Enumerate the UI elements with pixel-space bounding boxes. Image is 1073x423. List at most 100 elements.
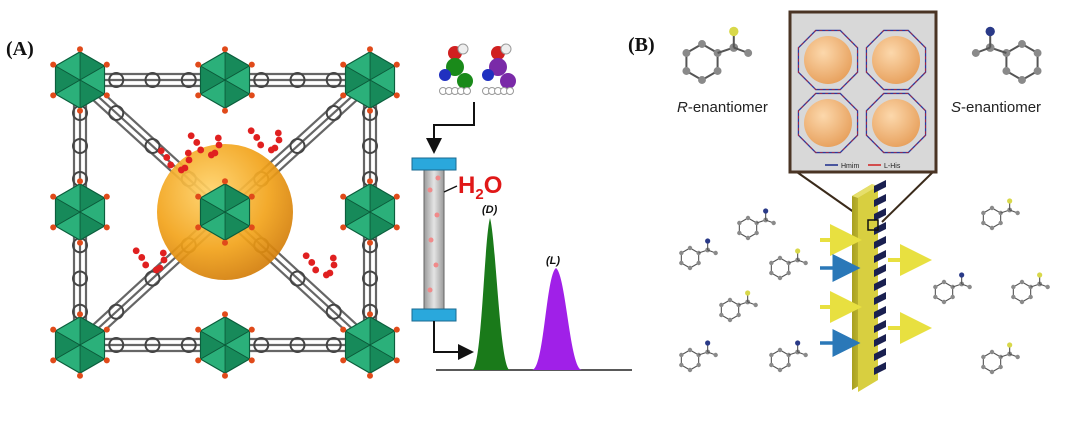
carbon-atom [777, 255, 783, 261]
oxygen-atom [222, 178, 228, 185]
cluster-face [344, 316, 371, 346]
carbon-atom [713, 352, 718, 358]
amino-acid-pair [439, 43, 516, 95]
oxygen-atom [195, 92, 202, 99]
oxygen-atom [393, 357, 400, 364]
carbon-atom [713, 67, 722, 75]
guest-atom [215, 141, 223, 149]
panel-a-label: (A) [6, 38, 34, 60]
oxygen-atom [248, 92, 255, 99]
carbon-atom [698, 40, 706, 48]
stripe [874, 362, 886, 375]
metal-cluster [50, 311, 110, 379]
cluster-face [344, 183, 371, 213]
d-amino-acid-molecule [439, 43, 473, 95]
carbon-atom [989, 225, 995, 231]
linker-ring [325, 337, 342, 353]
oxygen-atom [195, 326, 202, 333]
chromatography-column [411, 157, 457, 322]
oxygen-atom [367, 311, 373, 318]
oxygen-atom [393, 224, 400, 231]
peak-l-label: (L) [546, 255, 560, 267]
cluster-face [199, 316, 226, 346]
linker-ring [289, 72, 306, 88]
stripe [874, 180, 886, 193]
guest-atom [274, 129, 282, 137]
guest-atom [181, 164, 189, 172]
phenyl-molecule [933, 272, 972, 305]
phenyl-molecule [679, 238, 718, 271]
linker-ring [144, 270, 161, 287]
small-molecules [679, 198, 1050, 375]
stripe [874, 236, 886, 249]
carbon-atom [769, 270, 774, 276]
oxygen-atom [195, 193, 202, 200]
phenyl-molecule [719, 290, 758, 323]
guest-atom [197, 146, 205, 154]
carbon-atom [777, 367, 783, 373]
atom [482, 69, 494, 81]
oxygen-atom [340, 92, 347, 99]
atom [500, 73, 516, 89]
mof-framework [50, 46, 400, 379]
phenyl-molecule [679, 340, 718, 373]
metal-cluster [195, 46, 255, 114]
oxygen-atom [50, 61, 57, 68]
l-amino-acid-molecule [482, 43, 516, 95]
oxygen-atom [367, 46, 373, 53]
membrane [852, 180, 886, 392]
carbon-atom [941, 279, 947, 285]
oxygen-atom [77, 239, 83, 246]
particle [433, 262, 439, 268]
carbon-atom [682, 49, 691, 57]
s-enantiomer-molecule [971, 26, 1042, 84]
cluster-face [54, 51, 81, 81]
cage-frame-his [798, 30, 858, 90]
cage-frame-his [866, 93, 926, 153]
oxygen-atom [393, 61, 400, 68]
carbon-atom [777, 275, 783, 281]
metal-cluster [50, 178, 110, 246]
metal-clusters [50, 46, 400, 379]
cage-inset: Hmim L-His [788, 10, 938, 174]
guest-atom [160, 256, 168, 264]
cage-frame-his [866, 30, 926, 90]
oxygen-atom [367, 178, 373, 185]
stripe [874, 292, 886, 305]
carbon-atom [727, 317, 733, 323]
guest-atom [167, 161, 175, 169]
linker-ring [108, 337, 125, 353]
linker-ring [144, 72, 161, 88]
linker-ring [180, 337, 197, 353]
oxygen-atom [103, 61, 110, 68]
oxygen-atom [393, 92, 400, 99]
phenyl-molecule [769, 340, 808, 373]
guest-atom [184, 149, 192, 157]
stripe [874, 208, 886, 221]
stripe [874, 264, 886, 277]
hydrogen-atom [463, 87, 471, 95]
carbon-atom [989, 349, 995, 355]
panel-b-label: (B) [628, 34, 655, 56]
column-bottom-cap [411, 308, 457, 322]
carbon-atom [745, 235, 751, 241]
oxygen-atom [222, 46, 228, 53]
carbon-atom [687, 347, 693, 353]
guest-atom [330, 261, 338, 269]
metal-cluster [50, 46, 110, 114]
carbon-atom [713, 49, 722, 57]
linker-ring [144, 337, 161, 353]
phenyl-molecule [1011, 272, 1050, 305]
guest-atom [157, 147, 165, 155]
cage-spheres [804, 36, 920, 147]
carbon-atom [771, 220, 776, 226]
hetero-atom [745, 290, 751, 296]
phenyl-molecule [981, 198, 1020, 231]
oxygen-atom [393, 326, 400, 333]
carbon-atom [1015, 354, 1020, 360]
r-enantiomer-label: R-enantiomer [677, 99, 768, 116]
cluster-face [199, 51, 226, 81]
carbon-atom [719, 312, 724, 318]
oxygen-atom [103, 224, 110, 231]
carbon-atom [1028, 294, 1033, 300]
